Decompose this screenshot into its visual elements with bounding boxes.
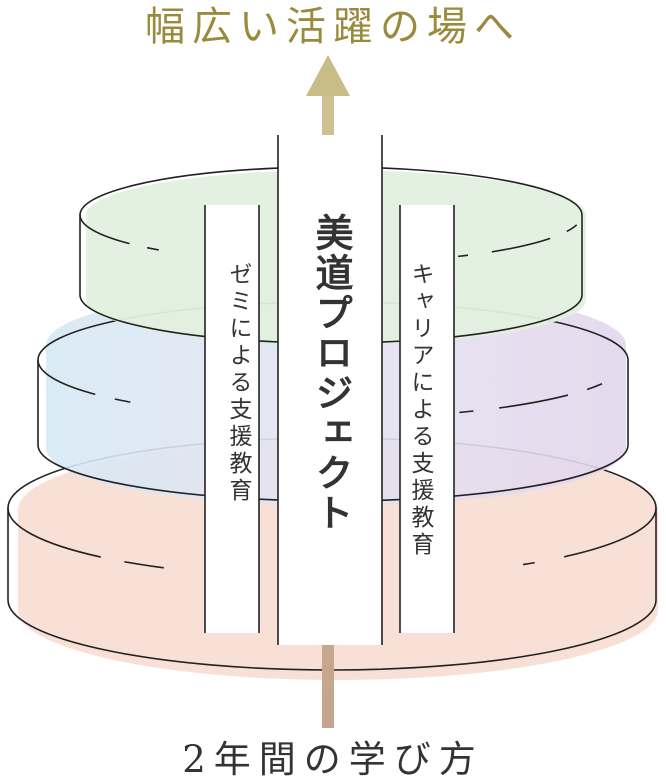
tier-middle-rim-top-front bbox=[37, 359, 629, 419]
center-pillar-label: 美道プロジェクト bbox=[309, 213, 353, 533]
arrow-head bbox=[306, 55, 350, 96]
pillar-right bbox=[399, 205, 455, 633]
tier-bottom-rim-top-front bbox=[7, 507, 657, 579]
pillar-left bbox=[204, 205, 260, 633]
base-label: 2年間の学び方 bbox=[182, 738, 484, 781]
right-pillar-label: キャリアによる支援教育 bbox=[407, 262, 433, 559]
goal-label: 幅広い活躍の場へ bbox=[145, 4, 521, 50]
pillar-center bbox=[277, 135, 383, 645]
left-pillar-label: ゼミによる支援教育 bbox=[225, 262, 251, 505]
tier-top-rim-top-front bbox=[79, 214, 583, 264]
